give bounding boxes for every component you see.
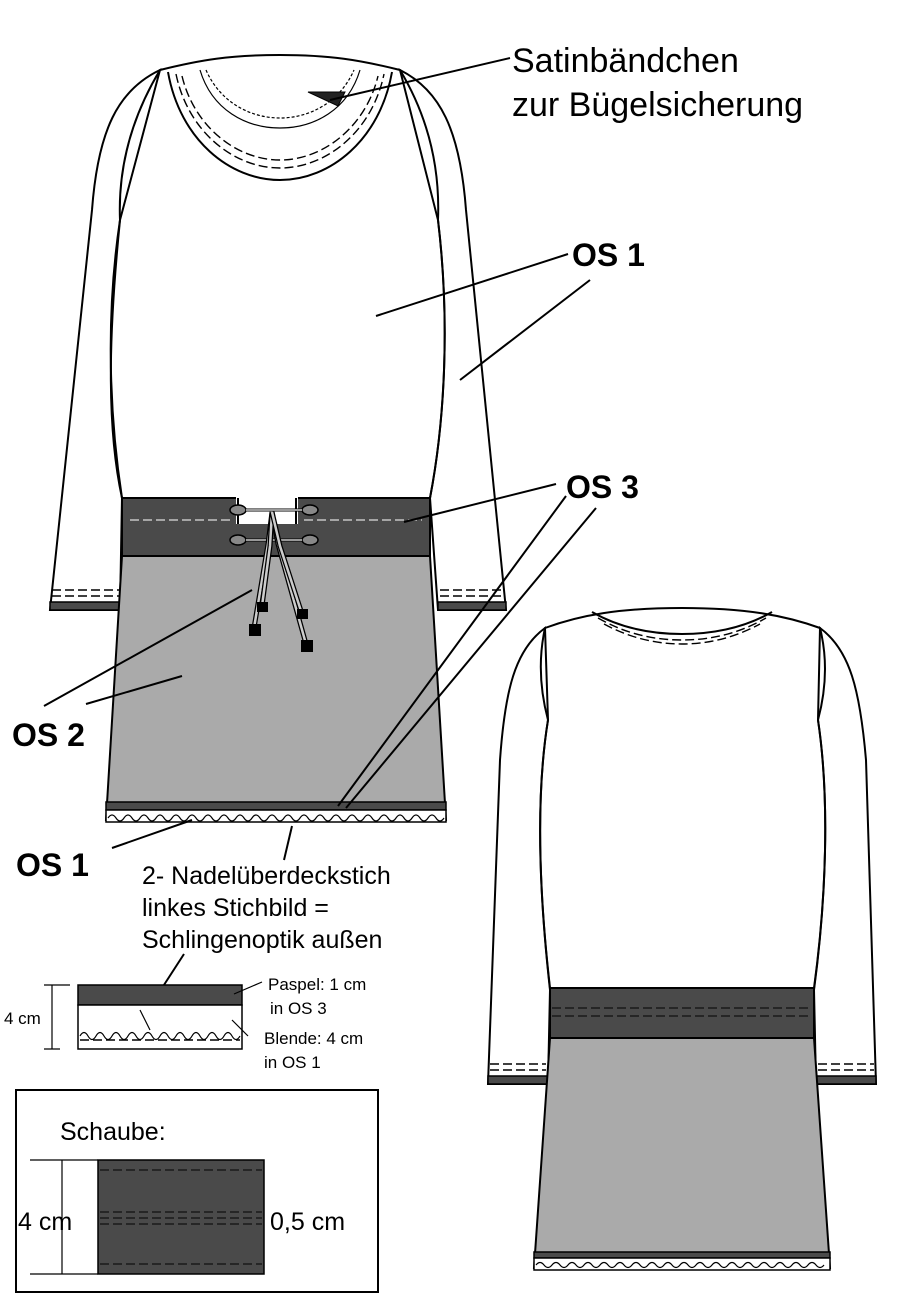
label-blende-line2: in OS 1 <box>264 1053 321 1072</box>
label-os2: OS 2 <box>12 717 85 753</box>
front-view <box>48 53 508 823</box>
label-stitch-line1: 2- Nadelüberdeckstich <box>142 862 391 890</box>
label-paspel-line2: in OS 3 <box>270 999 327 1018</box>
leader-lines <box>43 57 597 989</box>
back-bodice <box>539 606 827 989</box>
label-schaube-height: 4 cm <box>18 1208 72 1236</box>
label-satin-line1: Satinbändchen <box>512 42 739 80</box>
schaube-box <box>15 1089 379 1293</box>
back-hem-band <box>533 1257 831 1271</box>
label-detail-height: 4 cm <box>4 1009 41 1028</box>
label-os1-top: OS 1 <box>572 237 645 273</box>
back-view <box>486 606 878 1271</box>
front-hem-piping <box>105 801 447 811</box>
label-paspel-line1: Paspel: 1 cm <box>268 975 366 994</box>
front-left-cuff <box>49 601 123 611</box>
hem-detail <box>44 981 263 1050</box>
back-hem-piping <box>533 1251 831 1259</box>
label-stitch-line3: Schlingenoptik außen <box>142 926 382 954</box>
satin-tape <box>307 91 346 107</box>
label-schaube-title: Schaube: <box>60 1118 166 1146</box>
front-skirt <box>104 555 448 821</box>
front-hem-band <box>105 809 447 823</box>
label-os1-bottom: OS 1 <box>16 847 89 883</box>
back-left-cuff <box>487 1075 549 1085</box>
front-right-cuff <box>437 601 507 611</box>
back-skirt <box>532 1037 832 1269</box>
front-bodice <box>109 53 446 499</box>
eyelets <box>229 504 319 546</box>
label-stitch-line2: linkes Stichbild = <box>142 894 329 922</box>
back-waistband <box>549 987 815 1039</box>
back-right-cuff <box>815 1075 877 1085</box>
label-blende-line1: Blende: 4 cm <box>264 1029 363 1048</box>
label-satin-line2: zur Bügelsicherung <box>512 86 803 124</box>
drawstring <box>246 508 313 652</box>
label-os3: OS 3 <box>566 469 639 505</box>
label-schaube-width: 0,5 cm <box>270 1208 345 1236</box>
